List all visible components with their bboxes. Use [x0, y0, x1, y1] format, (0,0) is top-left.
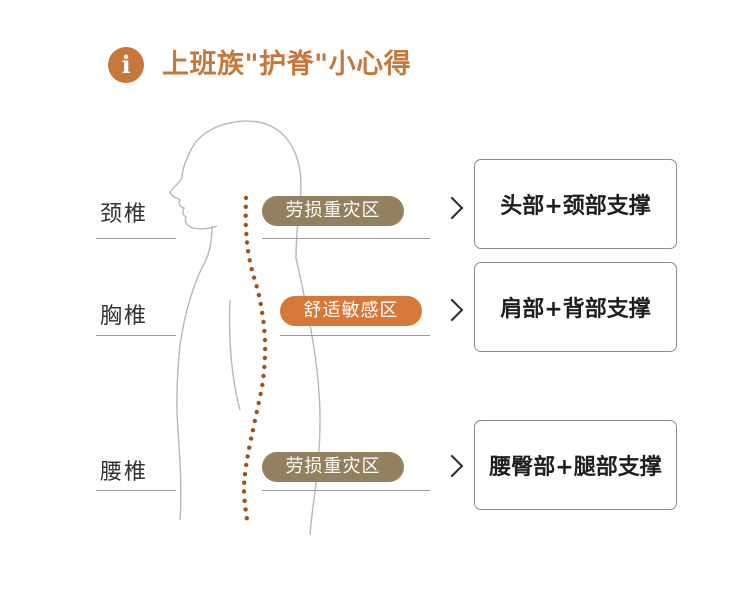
spine-dot	[242, 498, 247, 503]
spine-dot	[247, 445, 252, 450]
spine-dot	[262, 364, 267, 370]
spine-dot	[251, 275, 257, 280]
spine-dot	[262, 346, 268, 352]
spine-dot	[262, 328, 267, 334]
tag-lumbar: 劳损重灾区	[262, 452, 404, 482]
divider-left-thoracic	[96, 335, 176, 336]
spine-dot	[250, 428, 256, 433]
divider-right-thoracic	[280, 335, 430, 336]
spine-dot	[245, 249, 251, 254]
divider-left-lumbar	[96, 490, 176, 491]
spine-label-cervical: 颈椎	[100, 202, 149, 227]
body-outline-face	[169, 151, 218, 230]
spine-dot	[258, 301, 263, 307]
spine-dot	[242, 480, 247, 485]
tag-cervical: 劳损重灾区	[262, 196, 404, 226]
body-outline-back	[189, 120, 321, 536]
body-outline-front	[176, 225, 213, 521]
spine-dot	[256, 292, 262, 298]
spine-dot	[254, 284, 259, 289]
body-outline-arm	[228, 299, 241, 411]
spine-dot	[262, 337, 268, 343]
spine-dot	[245, 454, 250, 459]
tag-thoracic: 舒适敏感区	[280, 296, 422, 326]
spine-dot	[243, 213, 248, 218]
spine-dotted-line	[241, 195, 268, 521]
spine-dot	[260, 382, 265, 388]
spine-dot	[247, 258, 252, 263]
spine-dot	[258, 391, 263, 397]
spine-dot	[261, 373, 266, 379]
support-box-thoracic: 肩部+背部支撑	[474, 262, 677, 352]
info-icon: i	[108, 47, 144, 83]
spine-dot	[242, 472, 248, 477]
spine-dot	[261, 319, 266, 325]
divider-right-cervical	[262, 238, 430, 239]
divider-right-lumbar	[262, 490, 430, 491]
spine-dot	[249, 267, 254, 272]
spine-label-lumbar: 腰椎	[100, 460, 149, 485]
spine-label-thoracic: 胸椎	[100, 304, 149, 329]
spine-dot	[260, 310, 265, 316]
spine-dot	[243, 507, 248, 512]
spine-dot	[243, 222, 248, 228]
spine-dot	[256, 400, 261, 406]
spine-dot	[252, 418, 257, 424]
spine-dot	[243, 195, 249, 201]
spine-dot	[248, 436, 254, 441]
support-box-lumbar: 腰臀部+腿部支撑	[474, 420, 677, 510]
divider-left-cervical	[96, 238, 176, 239]
support-box-cervical: 头部+颈部支撑	[474, 159, 677, 249]
spine-dot	[244, 240, 250, 245]
spine-dot	[241, 489, 247, 494]
spine-dot	[262, 355, 268, 361]
page-title: 上班族"护脊"小心得	[162, 49, 412, 80]
spine-dot	[244, 516, 249, 521]
spine-dot	[244, 462, 249, 468]
spine-dot	[243, 204, 248, 209]
spine-dot	[254, 409, 259, 415]
spine-dot	[244, 231, 249, 237]
